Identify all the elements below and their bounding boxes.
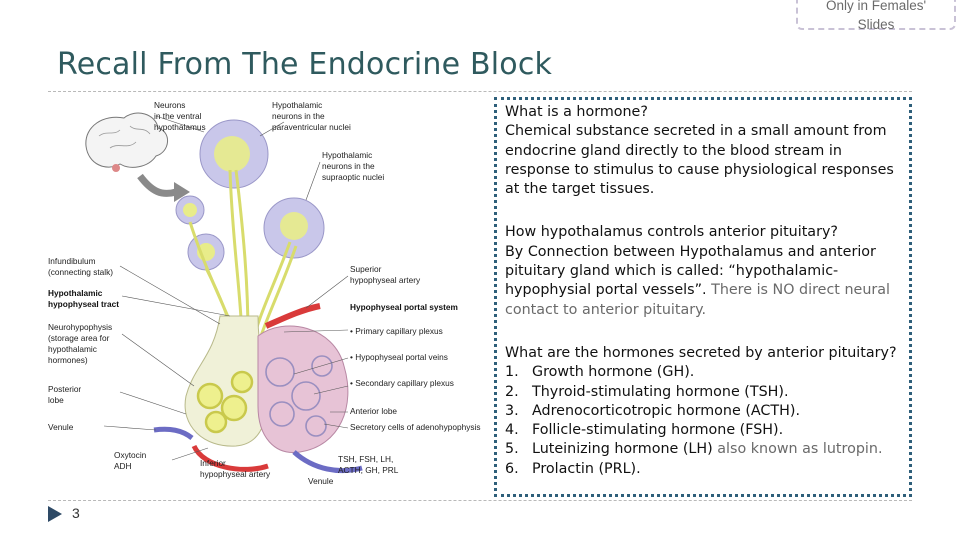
note-no-neural-contact: There is NO direct neural contact to ant… [505,282,890,318]
females-only-badge: Only in Females' Slides [796,0,956,32]
badge-line-2: Slides [857,17,895,32]
label-secretory-cells: Secretory cells of adenohypophysis [350,422,481,432]
answer-hypothalamus: By Connection between Hypothalamus and a… [505,243,890,318]
label-oxytocin: Oxytocin [114,450,147,460]
diagram-label: hypophyseal artery [200,469,271,479]
diagram-label: supraoptic nuclei [322,172,384,182]
question-hormone: What is a hormone? [505,104,648,120]
diagram-label: in the ventral [154,111,202,121]
hormone-list-item: 4.Follicle-stimulating hormone (FSH). [505,422,784,439]
label-neurons-ventral: Neurons [154,100,185,110]
badge-line-1: Only in Females' [825,0,927,13]
label-tract: Hypothalamic [48,288,103,298]
question-hypothalamus: How hypothalamus controls anterior pitui… [505,224,838,241]
label-portal-system: Hypophyseal portal system [350,302,458,312]
nucleus-cluster [175,119,325,271]
label-superior-artery: Superior [350,264,382,274]
label-primary-plexus: • Primary capillary plexus [350,326,443,336]
slide-arrow-icon [48,506,62,522]
hormone-list-item: 3.Adrenocorticotropic hormone (ACTH). [505,402,801,419]
label-tsh: TSH, FSH, LH, [338,454,393,464]
diagram-label: hypophyseal tract [48,299,119,309]
slide-title: Recall From The Endocrine Block [57,47,553,82]
page-number: 3 [72,505,80,521]
hormone-list: 1.Growth hormone (GH). 2.Thyroid-stimulat… [505,363,909,479]
brain-icon [85,112,168,172]
diagram-label: hormones) [48,355,88,365]
question-anterior-hormones: What are the hormones secreted by anteri… [505,344,897,361]
label-secondary-plexus: • Secondary capillary plexus [350,378,454,388]
label-neurohypophysis: Neurohypophysis [48,322,112,332]
label-posterior-lobe: Posterior [48,384,81,394]
diagram-label: paraventricular nuclei [272,122,351,132]
diagram-label: ADH [114,461,132,471]
diagram-label: ACTH, GH, PRL [338,465,399,475]
hormone-list-item: 1.Growth hormone (GH). [505,364,695,381]
diagram-label: lobe [48,395,64,405]
diagram-label: neurons in the [272,111,325,121]
diagram-label: (connecting stalk) [48,267,113,277]
label-hypo-pvn: Hypothalamic [272,100,322,110]
diagram-label: neurons in the [322,161,375,171]
diagram-label: hypothalamic [48,344,97,354]
label-inferior-artery: Inferior [200,458,226,468]
superior-hypophyseal-artery [264,303,321,329]
hypothalamus-pituitary-diagram: Neurons in the ventral hypothalamus Hypo… [48,100,481,486]
label-anterior-lobe: Anterior lobe [350,406,397,416]
content-textbox: What is a hormone? Chemical substance se… [494,97,912,497]
label-venule-left: Venule [48,422,74,432]
diagram-label: hypothalamus [154,122,206,132]
label-venule-bottom: Venule [308,476,334,486]
hormone-list-item: 6.Prolactin (PRL). [505,460,641,477]
label-infundibulum: Infundibulum [48,256,96,266]
diagram-label: hypophyseal artery [350,275,421,285]
label-hypo-son: Hypothalamic [322,150,372,160]
label-portal-veins: • Hypophyseal portal veins [350,352,448,362]
hormone-list-item: 5.Luteinizing hormone (LH) also known as… [505,441,883,458]
diagram-label: (storage area for [48,333,110,343]
title-divider [48,91,912,92]
footer-divider [48,500,912,501]
answer-hormone: Chemical substance secreted in a small a… [505,123,894,198]
hormone-list-item: 2.Thyroid-stimulating hormone (TSH). [505,383,789,400]
